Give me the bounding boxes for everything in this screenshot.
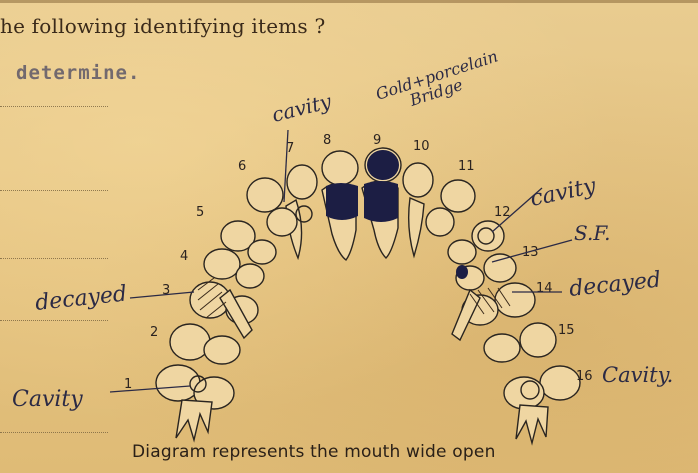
tooth-number-6: 6 xyxy=(238,159,246,174)
tooth-number-5: 5 xyxy=(196,205,204,220)
annotation-cavity-16: Cavity. xyxy=(602,363,673,387)
tooth-number-14: 14 xyxy=(536,281,553,296)
tooth-number-15: 15 xyxy=(558,323,575,338)
tooth-13 xyxy=(484,254,516,282)
tooth-number-16: 16 xyxy=(576,369,593,384)
gold-porcelain-tooth-9 xyxy=(364,181,398,222)
annotation-decayed-left: decayed xyxy=(34,281,128,315)
tooth-number-3: 3 xyxy=(162,283,170,298)
tooth-number-8: 8 xyxy=(323,133,331,148)
tooth-16 xyxy=(540,366,580,400)
annotation-cavity-right: cavity xyxy=(528,174,598,212)
annotation-cavity-upper: cavity xyxy=(269,89,334,127)
tooth-2 xyxy=(170,324,210,360)
silicate-filling-mark xyxy=(456,265,468,279)
tooth-7 xyxy=(287,165,317,199)
tooth-15 xyxy=(520,323,556,357)
tooth-6 xyxy=(247,178,283,212)
tooth-1 xyxy=(156,365,200,401)
tooth-4 xyxy=(204,249,240,279)
tooth-number-4: 4 xyxy=(180,249,188,264)
tooth-8-crown xyxy=(322,151,358,185)
tooth-10 xyxy=(403,163,433,197)
tooth-11 xyxy=(441,180,475,212)
tooth-number-2: 2 xyxy=(150,325,158,340)
tooth-14 xyxy=(495,283,535,317)
diagram-caption: Diagram represents the mouth wide open xyxy=(132,442,496,462)
tooth-number-9: 9 xyxy=(373,133,381,148)
gold-porcelain-tooth-8 xyxy=(326,183,358,220)
tooth-number-11: 11 xyxy=(458,159,475,174)
annotation-sf: S.F. xyxy=(574,221,610,245)
annotation-cavity-left: Cavity xyxy=(12,387,83,412)
annotation-decayed-right: decayed xyxy=(568,267,662,301)
tooth-number-1: 1 xyxy=(124,377,132,392)
tooth-number-10: 10 xyxy=(413,139,430,154)
